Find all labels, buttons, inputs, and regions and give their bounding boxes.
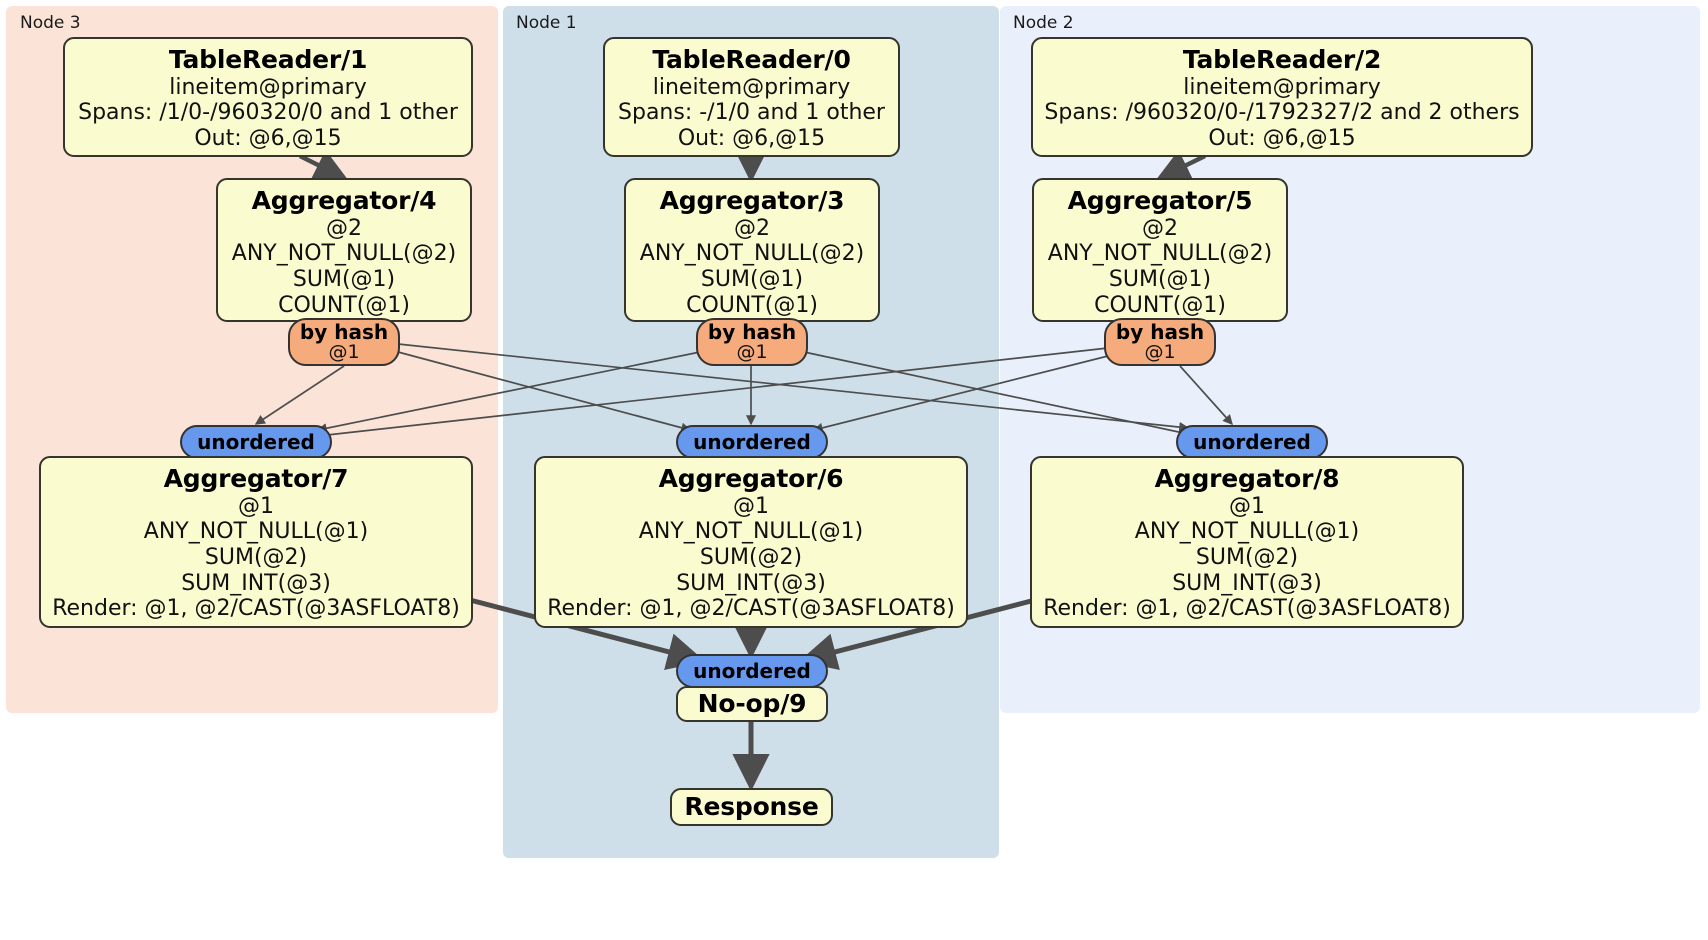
processor-title: TableReader/2	[1182, 45, 1382, 74]
processor-detail-line: SUM(@1)	[292, 266, 396, 292]
synchronizer-unordered-middle[interactable]: unordered	[676, 425, 828, 459]
processor-title: Aggregator/8	[1154, 464, 1340, 493]
processor-detail-line: @2	[734, 215, 770, 241]
processor-title: Aggregator/7	[163, 464, 349, 493]
synchronizer-label: unordered	[693, 658, 811, 683]
processor-noop-9[interactable]: No-op/9	[676, 686, 828, 722]
processor-aggregator-7[interactable]: Aggregator/7 @1 ANY_NOT_NULL(@1) SUM(@2)…	[39, 456, 473, 628]
processor-title: Aggregator/5	[1067, 186, 1253, 215]
processor-detail-line: Render: @1, @2/CAST(@3ASFLOAT8)	[52, 596, 460, 622]
synchronizer-unordered-final[interactable]: unordered	[676, 654, 828, 688]
processor-detail-line: SUM(@2)	[204, 544, 308, 570]
processor-detail-line: Render: @1, @2/CAST(@3ASFLOAT8)	[1043, 596, 1451, 622]
processor-response[interactable]: Response	[670, 788, 833, 826]
processor-title: No-op/9	[697, 689, 807, 719]
processor-detail-line: ANY_NOT_NULL(@1)	[1134, 519, 1360, 545]
processor-detail-line: lineitem@primary	[169, 74, 367, 100]
processor-detail-line: ANY_NOT_NULL(@2)	[1047, 241, 1273, 267]
processor-detail-line: COUNT(@1)	[1094, 292, 1226, 318]
processor-detail-line: SUM(@1)	[1108, 266, 1212, 292]
router-by-hash-right[interactable]: by hash @1	[1104, 318, 1216, 366]
processor-detail-line: Out: @6,@15	[677, 125, 826, 151]
processor-detail-line: @2	[326, 215, 362, 241]
processor-detail-line: COUNT(@1)	[278, 292, 410, 318]
processor-aggregator-4[interactable]: Aggregator/4 @2 ANY_NOT_NULL(@2) SUM(@1)…	[216, 178, 472, 322]
processor-detail-line: Out: @6,@15	[194, 125, 342, 151]
router-by-hash-left[interactable]: by hash @1	[288, 318, 400, 366]
router-label: by hash	[299, 319, 389, 344]
processor-detail-line: Spans: -/1/0 and 1 other	[618, 100, 885, 126]
synchronizer-unordered-left[interactable]: unordered	[180, 425, 332, 459]
processor-detail-line: lineitem@primary	[1183, 74, 1381, 100]
synchronizer-label: unordered	[693, 429, 811, 454]
router-sublabel: @1	[328, 340, 360, 363]
processor-detail-line: ANY_NOT_NULL(@2)	[231, 241, 457, 267]
node-label-node2: Node 2	[1013, 13, 1074, 33]
synchronizer-label: unordered	[197, 429, 315, 454]
processor-title: TableReader/1	[168, 45, 368, 74]
processor-detail-line: Out: @6,@15	[1208, 125, 1356, 151]
processor-detail-line: @1	[1229, 493, 1265, 519]
router-label: by hash	[1115, 319, 1205, 344]
router-sublabel: @1	[1144, 340, 1176, 363]
router-label: by hash	[707, 319, 797, 344]
processor-title: Aggregator/3	[659, 186, 845, 215]
router-by-hash-middle[interactable]: by hash @1	[696, 318, 808, 366]
processor-detail-line: SUM(@2)	[699, 544, 803, 570]
processor-detail-line: Render: @1, @2/CAST(@3ASFLOAT8)	[547, 596, 955, 622]
processor-title: Aggregator/6	[658, 464, 844, 493]
processor-detail-line: ANY_NOT_NULL(@1)	[638, 519, 864, 545]
processor-aggregator-5[interactable]: Aggregator/5 @2 ANY_NOT_NULL(@2) SUM(@1)…	[1032, 178, 1288, 322]
processor-detail-line: SUM(@1)	[700, 266, 804, 292]
processor-detail-line: @1	[238, 493, 274, 519]
processor-aggregator-3[interactable]: Aggregator/3 @2 ANY_NOT_NULL(@2) SUM(@1)…	[624, 178, 880, 322]
processor-table-reader-0[interactable]: TableReader/0 lineitem@primary Spans: -/…	[603, 37, 900, 157]
processor-table-reader-2[interactable]: TableReader/2 lineitem@primary Spans: /9…	[1031, 37, 1533, 157]
processor-table-reader-1[interactable]: TableReader/1 lineitem@primary Spans: /1…	[63, 37, 473, 157]
processor-aggregator-8[interactable]: Aggregator/8 @1 ANY_NOT_NULL(@1) SUM(@2)…	[1030, 456, 1464, 628]
node-label-node3: Node 3	[20, 13, 81, 33]
processor-detail-line: Spans: /1/0-/960320/0 and 1 other	[78, 100, 458, 126]
processor-detail-line: lineitem@primary	[652, 74, 851, 100]
processor-title: Response	[684, 792, 819, 822]
processor-detail-line: COUNT(@1)	[686, 292, 818, 318]
processor-title: Aggregator/4	[251, 186, 437, 215]
processor-title: TableReader/0	[652, 45, 851, 74]
processor-detail-line: SUM_INT(@3)	[181, 570, 331, 596]
processor-detail-line: ANY_NOT_NULL(@1)	[143, 519, 369, 545]
processor-detail-line: ANY_NOT_NULL(@2)	[639, 241, 865, 267]
router-sublabel: @1	[736, 340, 768, 363]
processor-detail-line: @2	[1142, 215, 1178, 241]
processor-aggregator-6[interactable]: Aggregator/6 @1 ANY_NOT_NULL(@1) SUM(@2)…	[534, 456, 968, 628]
node-label-node1: Node 1	[516, 13, 577, 33]
processor-detail-line: Spans: /960320/0-/1792327/2 and 2 others	[1044, 100, 1520, 126]
processor-detail-line: SUM_INT(@3)	[1172, 570, 1322, 596]
processor-detail-line: SUM(@2)	[1195, 544, 1299, 570]
synchronizer-unordered-right[interactable]: unordered	[1176, 425, 1328, 459]
processor-detail-line: SUM_INT(@3)	[676, 570, 826, 596]
processor-detail-line: @1	[733, 493, 769, 519]
synchronizer-label: unordered	[1193, 429, 1311, 454]
